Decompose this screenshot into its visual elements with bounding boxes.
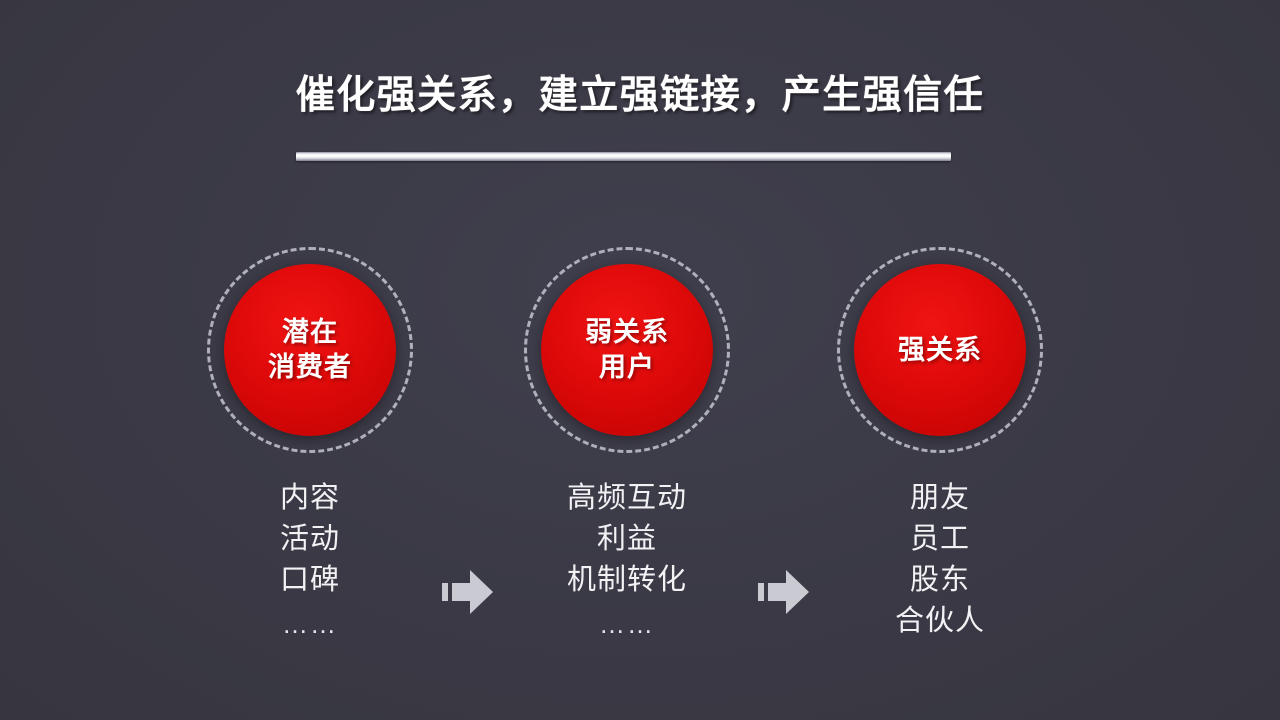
dashed-ring-icon [207, 247, 413, 453]
caption-list-strong-tie: 朋友 员工 股东 合伙人 [810, 478, 1070, 642]
flow-diagram: 潜在 消费者 弱关系 用户 强关系 [0, 240, 1280, 614]
red-circle-1: 潜在 消费者 [224, 264, 396, 436]
flow-node-label-2: 弱关系 用户 [585, 317, 669, 382]
list-item: 合伙人 [894, 605, 985, 637]
caption-list-potential-consumer: 内容 活动 口碑 …… [180, 478, 440, 645]
flow-node-label-3: 强关系 [898, 334, 982, 365]
title-underline-rule [296, 152, 951, 161]
list-item: 高频互动 [566, 482, 687, 514]
list-item-ellipsis: …… [282, 609, 338, 639]
caption-list-weak-tie: 高频互动 利益 机制转化 …… [497, 478, 757, 645]
list-item: 股东 [909, 564, 970, 596]
caption-lists: 内容 活动 口碑 …… 高频互动 利益 机制转化 …… 朋友 员工 股东 合伙人 [0, 478, 1280, 658]
list-item: 利益 [596, 523, 657, 555]
flow-node-weak-tie-user: 弱关系 用户 [517, 240, 737, 460]
red-circle-3: 强关系 [854, 264, 1026, 436]
flow-node-strong-tie: 强关系 [830, 240, 1050, 460]
title-block: 催化强关系，建立强链接，产生强信任 [0, 74, 1280, 119]
list-item: 机制转化 [566, 564, 687, 596]
arrow-right-icon-2 [754, 565, 812, 619]
list-item: 口碑 [279, 564, 340, 596]
flow-node-potential-consumer: 潜在 消费者 [200, 240, 420, 460]
arrow-right-icon-1 [438, 565, 496, 619]
list-item: 内容 [279, 482, 340, 514]
list-item: 员工 [909, 523, 970, 555]
red-circle-2: 弱关系 用户 [541, 264, 713, 436]
list-item: 活动 [279, 523, 340, 555]
dashed-ring-icon [837, 247, 1043, 453]
list-item: 朋友 [909, 482, 970, 514]
flow-node-label-1: 潜在 消费者 [268, 317, 352, 382]
list-item-ellipsis: …… [599, 609, 655, 639]
dashed-ring-icon [524, 247, 730, 453]
page-title: 催化强关系，建立强链接，产生强信任 [295, 74, 985, 117]
